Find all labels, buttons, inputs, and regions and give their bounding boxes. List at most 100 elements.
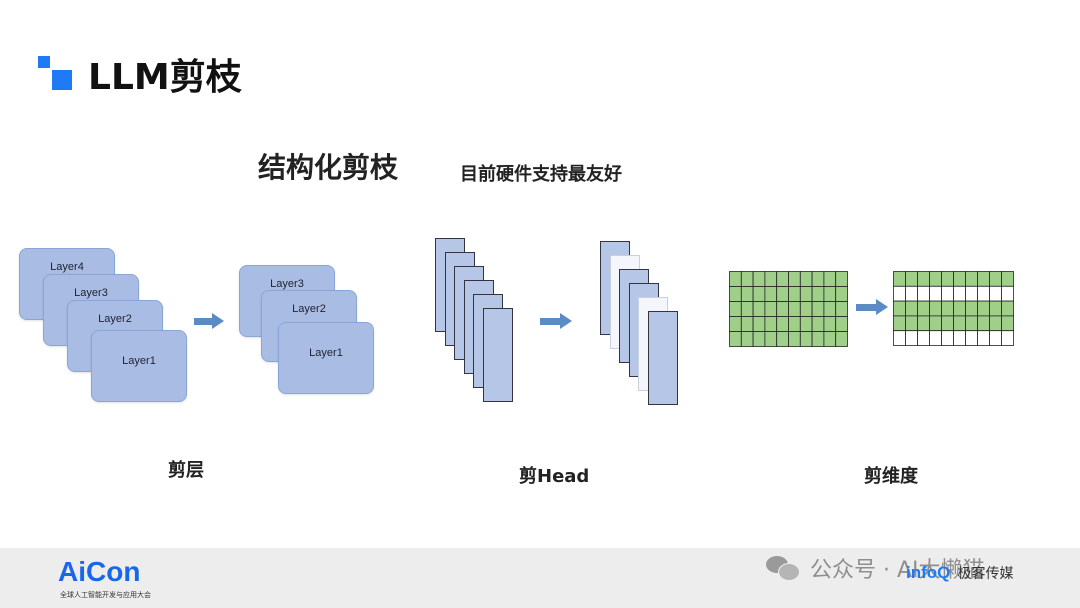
brand-logo: AiCon <box>58 556 141 587</box>
arrow-icon <box>856 299 888 315</box>
matrix-cell <box>917 300 930 317</box>
matrix-cell-pruned <box>953 285 966 302</box>
matrix-cell-pruned <box>965 330 978 346</box>
matrix-cell <box>977 300 990 317</box>
layer-label: Layer4 <box>50 261 84 273</box>
matrix-cell-pruned <box>965 285 978 302</box>
matrix-cell <box>799 301 813 317</box>
matrix-cell <box>989 315 1002 332</box>
matrix-cell-pruned <box>1001 330 1014 346</box>
matrix-cell <box>799 331 813 347</box>
matrix-cell <box>835 331 848 347</box>
matrix-cell <box>776 331 789 347</box>
matrix-cell-pruned <box>929 285 942 302</box>
head-bar <box>482 308 513 402</box>
matrix-cell <box>811 271 825 287</box>
matrix-cell <box>729 316 742 332</box>
matrix-cell <box>788 331 801 347</box>
matrix-cell <box>729 286 742 302</box>
matrix-cell-pruned <box>989 285 1002 302</box>
matrix-cell <box>811 331 825 347</box>
partner-logo-cn: 极客传媒 <box>957 566 1014 582</box>
matrix-cell <box>965 271 978 287</box>
matrix-cell <box>740 271 754 287</box>
matrix-cell-pruned <box>1001 285 1014 302</box>
matrix-cell <box>811 286 825 302</box>
matrix-cell <box>905 271 918 287</box>
matrix-cell <box>941 271 954 287</box>
matrix-cell-pruned <box>905 285 918 302</box>
partner-logo: infoQ 极客传媒 <box>906 563 1013 585</box>
matrix-cell <box>811 316 825 332</box>
matrix-cell <box>776 301 789 317</box>
matrix-cell <box>776 271 789 287</box>
matrix-cell <box>764 331 778 347</box>
caption-layer-prune: 剪层 <box>168 460 204 481</box>
matrix-cell <box>953 300 966 317</box>
matrix-cell <box>764 286 778 302</box>
matrix-cell <box>799 286 813 302</box>
matrix-cell <box>893 315 906 332</box>
subtitle-note: 目前硬件支持最友好 <box>460 164 622 185</box>
matrix-cell <box>752 301 766 317</box>
matrix-cell <box>752 316 766 332</box>
matrix-cell <box>752 331 766 347</box>
matrix-cell <box>752 286 766 302</box>
matrix-cell <box>835 316 848 332</box>
matrix-cell <box>929 315 942 332</box>
matrix-cell <box>941 315 954 332</box>
matrix-cell <box>835 271 848 287</box>
caption-dim-prune: 剪维度 <box>864 466 918 487</box>
matrix-cell <box>799 316 813 332</box>
matrix-original <box>729 271 848 347</box>
matrix-cell <box>989 300 1002 317</box>
matrix-cell <box>788 301 801 317</box>
head-bar <box>647 311 678 405</box>
matrix-cell-pruned <box>941 330 954 346</box>
matrix-cell <box>1001 300 1014 317</box>
watermark-text: 公众号 · AI大懒猫 <box>810 558 985 583</box>
matrix-cell-pruned <box>917 285 930 302</box>
layer-label: Layer3 <box>74 287 108 299</box>
brand-tagline: 全球人工智能开发与应用大会 <box>60 591 151 599</box>
matrix-cell <box>788 316 801 332</box>
matrix-cell <box>1001 271 1014 287</box>
matrix-cell <box>776 286 789 302</box>
matrix-cell <box>776 316 789 332</box>
matrix-cell <box>953 315 966 332</box>
matrix-cell <box>929 271 942 287</box>
page-title: LLM剪枝 <box>88 57 242 98</box>
matrix-cell <box>989 271 1002 287</box>
partner-logo-en: infoQ <box>906 563 951 582</box>
matrix-cell <box>823 301 837 317</box>
layer-label: Layer2 <box>98 313 132 325</box>
matrix-cell <box>740 301 754 317</box>
matrix-cell <box>1001 315 1014 332</box>
matrix-cell <box>729 301 742 317</box>
matrix-cell <box>905 315 918 332</box>
matrix-cell <box>752 271 766 287</box>
matrix-cell <box>823 331 837 347</box>
matrix-cell-pruned <box>989 330 1002 346</box>
matrix-cell <box>823 271 837 287</box>
section-subtitle: 结构化剪枝 <box>258 151 399 184</box>
matrix-cell-pruned <box>941 285 954 302</box>
matrix-cell <box>893 271 906 287</box>
layer-label: Layer1 <box>122 355 156 367</box>
wechat-icon <box>764 552 800 581</box>
matrix-cell <box>965 315 978 332</box>
matrix-cell-pruned <box>917 330 930 346</box>
matrix-cell-pruned <box>977 285 990 302</box>
matrix-cell <box>835 286 848 302</box>
matrix-cell <box>929 300 942 317</box>
matrix-cell <box>764 316 778 332</box>
matrix-cell <box>905 300 918 317</box>
matrix-cell-pruned <box>893 330 906 346</box>
matrix-cell <box>823 316 837 332</box>
footer-bar: AiCon 全球人工智能开发与应用大会 公众号 · AI大懒猫 infoQ 极客… <box>0 548 1080 608</box>
matrix-cell <box>917 315 930 332</box>
matrix-cell <box>740 316 754 332</box>
matrix-cell <box>917 271 930 287</box>
matrix-cell <box>764 271 778 287</box>
matrix-cell <box>941 300 954 317</box>
